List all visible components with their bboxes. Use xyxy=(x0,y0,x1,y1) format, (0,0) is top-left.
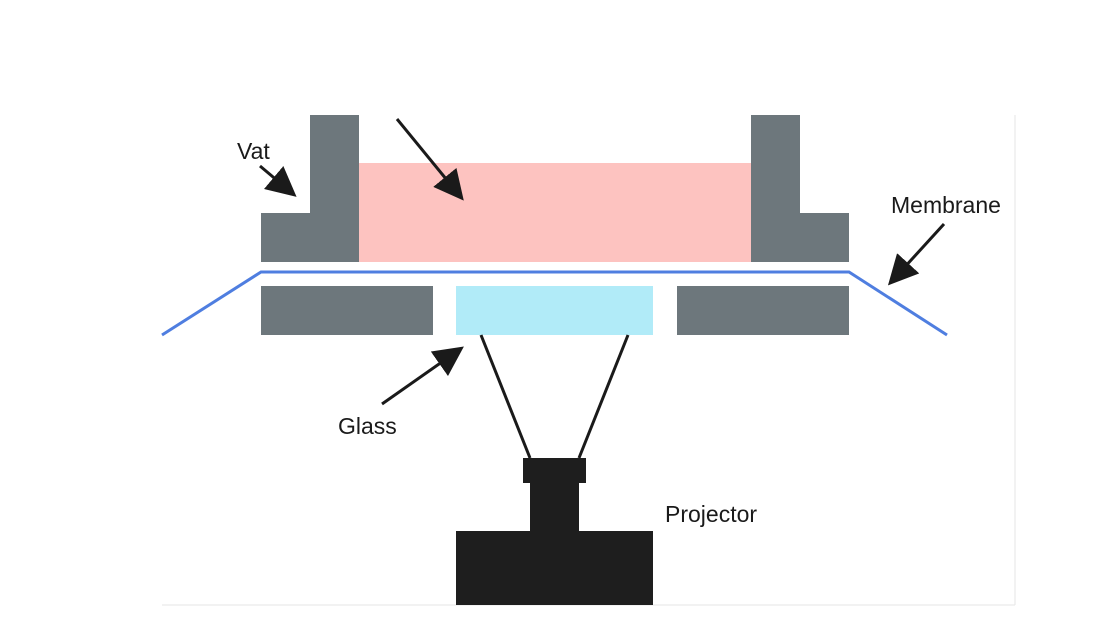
membrane-line xyxy=(161,270,948,337)
vat-label: Vat xyxy=(237,138,270,164)
projector-label: Projector xyxy=(665,501,757,527)
resin xyxy=(359,163,751,262)
projector-neck xyxy=(530,483,579,531)
glass-arrow xyxy=(381,346,464,406)
support-block-left xyxy=(261,286,433,335)
membrane-label: Membrane xyxy=(891,192,1001,218)
projector-body xyxy=(456,531,653,605)
projector-lens-cap xyxy=(523,458,586,483)
membrane-arrow xyxy=(887,222,946,286)
support-block-right xyxy=(677,286,849,335)
vat-arrow xyxy=(259,164,297,197)
vat-wall-right xyxy=(751,115,849,262)
light-beam-left xyxy=(479,334,532,459)
resin-arrow xyxy=(395,118,464,201)
light-beam-right xyxy=(577,334,630,459)
glass-label: Glass xyxy=(338,413,397,439)
glass-panel xyxy=(456,286,653,335)
vat-wall-left xyxy=(261,115,359,262)
